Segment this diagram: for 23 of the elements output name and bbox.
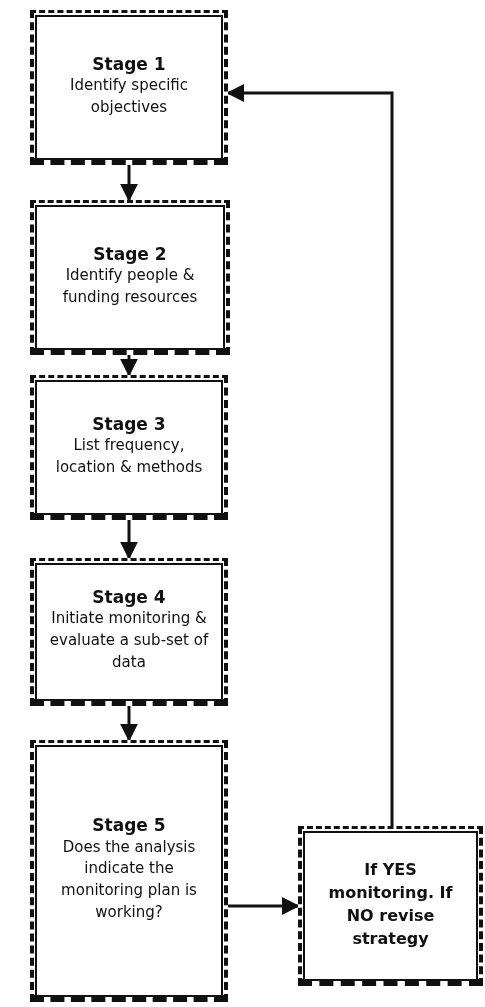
stage-heading: Stage 3: [92, 412, 166, 435]
arrow: [120, 355, 138, 377]
stage-heading: Stage 1: [92, 52, 166, 75]
step-description: Initiate monitoring & evaluate a sub-set of data: [48, 608, 210, 673]
process-box: [30, 200, 230, 355]
step-description: Identify specific objectives: [68, 74, 190, 118]
arrow: [120, 520, 138, 560]
arrow: [120, 706, 138, 742]
stage-heading: Stage 2: [93, 242, 167, 265]
arrow: [120, 165, 138, 202]
arrow: [228, 897, 300, 915]
process-box: [30, 558, 228, 706]
arrow: [226, 84, 394, 826]
step-description: Does the analysis indicate the monitoring plan is working?: [60, 836, 198, 923]
process-box: [30, 375, 228, 520]
stage-heading: Stage 4: [92, 586, 166, 609]
step-description: List frequency, location & methods: [54, 434, 204, 478]
step-description: Identify people & funding resources: [61, 264, 199, 308]
stage-heading: Stage 5: [92, 814, 166, 837]
step-description: If YES monitoring. If NO revise strategy: [327, 858, 454, 951]
process-box: [30, 740, 228, 1002]
process-box: [298, 826, 483, 986]
process-box: [30, 10, 228, 165]
